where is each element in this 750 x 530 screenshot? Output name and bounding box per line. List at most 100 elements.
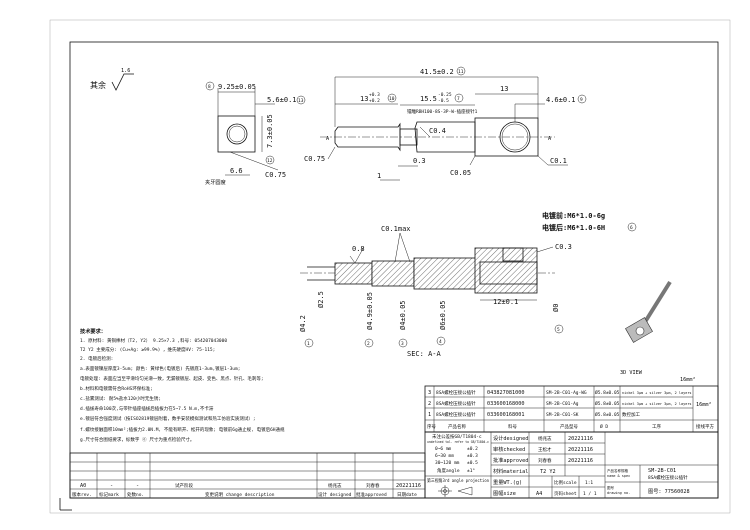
parts-row: 2 8SA螺栓压接公插针 033600168000 SM-2B-C01-Ag Ø… <box>428 400 692 407</box>
ref-1: 1 <box>307 341 310 347</box>
part-code: 043827081000 <box>487 390 524 396</box>
area-label: 16mm² <box>680 377 696 383</box>
header-diameter: Ø D <box>600 423 608 430</box>
part-name: 8SA螺栓压接公插针 <box>436 400 476 407</box>
note-line: g.尺寸符合图纸要求，标数字 ⓞ 尺寸为重点检验尺寸。 <box>80 436 194 443</box>
end-view-note: 夹牙圆度 <box>205 178 226 186</box>
part-process: nickel 3μm + silver 3μm, 2 layers <box>622 391 692 395</box>
part-no: 2 <box>428 401 431 407</box>
note-line: e.镀层符合强度测试（按ISO2819镀层附着，数手安装模拟测试和热工仿验实质测… <box>80 415 256 422</box>
chamfer-c075: C0.75 <box>265 171 286 179</box>
title-block: 未注公差按GB/T1804-c undefined tol. refer to … <box>424 431 719 499</box>
part-area: 16mm² <box>696 402 712 408</box>
drawing-no: 图号: 77560028 <box>648 488 690 495</box>
rev-desc: 试产阶段 <box>175 482 193 489</box>
part-name: 8SA螺栓压接公插针 <box>436 411 476 418</box>
product-name: 8SA螺栓压接公插针 <box>648 474 688 481</box>
ref-5: 5 <box>557 327 560 333</box>
header-name: 产品名称 <box>448 423 466 430</box>
approved-by: 刘春春 <box>538 457 552 464</box>
tol-value: ±0.5 <box>467 460 478 466</box>
dim-hole-pos: 4.6±0.1 <box>546 96 576 104</box>
dim-d1: Ø4.2 <box>299 315 307 332</box>
part-process: nickel 3μm + silver 3μm, 2 layers <box>622 402 692 406</box>
dim-height: 7.3±0.05 <box>266 114 274 148</box>
chamfer-c005: C0.05 <box>450 169 471 177</box>
tolerance-title: 未注公差按GB/T1804-c <box>432 433 482 440</box>
checked-label: 审核checked <box>493 445 525 453</box>
material-value: T2 Y2 <box>540 469 556 475</box>
ref-12: 12 <box>267 158 273 164</box>
part-model: SM-2B-C01-Ag <box>546 401 579 407</box>
projection-symbol <box>438 485 473 497</box>
tol-value: ±0.3 <box>467 453 478 459</box>
designed-label: 设计designed <box>493 434 528 442</box>
header-model: 产品型号 <box>560 423 578 430</box>
note-line: c.盐雾测试: 耐5%盐水120小时无生锈; <box>80 395 161 402</box>
header-area: 接线平方 <box>696 423 714 430</box>
part-model: SM-2B-C01-Ag-WG <box>546 390 587 396</box>
name-spec-label: 产品名称规格 <box>607 468 628 473</box>
tol-range: 角度angle <box>437 467 460 474</box>
sheet-label: 页码sheet <box>554 490 577 497</box>
ref-9: 9 <box>580 97 583 103</box>
dim-d4: Ø6±0.05 <box>439 300 447 330</box>
ref-13: 13 <box>298 98 304 104</box>
roughness-08: 0.8 <box>352 245 365 253</box>
material-label: 材料material <box>493 467 528 475</box>
part-no: 3 <box>428 390 431 396</box>
header-desc: 变更说明 change description <box>205 491 275 498</box>
section-title: SEC: A-A <box>407 350 442 358</box>
tol-range: 0~6 mm <box>435 446 452 452</box>
note-line: 1. 原材料: 黄铜棒材（T2, Y2） 9.25×7.3 ,料号: 05420… <box>80 337 227 344</box>
designed-by: 杨兆志 <box>538 435 552 442</box>
dim-d3: Ø4±0.05 <box>399 300 407 330</box>
header-designed: 设计 designed <box>318 491 352 498</box>
dim-d25: Ø2.5 <box>317 291 325 308</box>
chamfer-c01: C0.1 <box>550 157 567 165</box>
scale-label: 比例scale <box>554 479 577 486</box>
approved-label: 批准approved <box>493 456 528 464</box>
chamfer-c01max: C0.1max <box>381 225 411 233</box>
header-code: 料号 <box>508 423 517 430</box>
rev-designed: 杨兆志 <box>328 482 342 489</box>
parts-list: 3 8SA螺栓压接公插针 043827081000 SM-2B-C01-Ag-W… <box>424 385 719 433</box>
checked-date: 20221116 <box>568 447 593 453</box>
3d-view: 3D VIEW 16mm² <box>620 280 696 383</box>
section-mark-left: A <box>326 136 330 142</box>
part-diameter: Ø5.8±0.05 <box>595 400 620 407</box>
note-line: f.螺纹接触面积10mm²;插拔力2.0N.M, 不能有断开、松开的现象; 电镀… <box>80 426 285 433</box>
header-process: 工序 <box>652 423 661 430</box>
stamp-text: 镭雕RBH100-8S-3P-W-插座接针1 <box>407 108 478 115</box>
part-name: 8SA螺栓压接公插针 <box>436 389 476 396</box>
header-rev: 版本rev. <box>72 491 92 498</box>
dim-offset: 5.6±0.1 <box>267 96 297 104</box>
checked-by: 王松才 <box>538 446 552 453</box>
note-line: d.插拔寿命100次,与带针插座插拔后插拔力在5~7.5 N.m,不卡滞 <box>80 405 214 412</box>
scale-value: 1:1 <box>585 480 593 486</box>
dim-groove: 0.3 <box>413 157 426 165</box>
dim-width: 9.25±0.05 <box>218 83 256 91</box>
note-line: T2 Y2 主要成分: (Cu+Ag: ≥99.9%) ，维氏硬度HV: 75-… <box>80 346 215 353</box>
chamfer-c075: C0.75 <box>304 155 325 163</box>
tol-value: ±1° <box>467 468 475 474</box>
designed-date: 20221116 <box>568 436 593 442</box>
note-line: b.材料和电镀需符合RoHS环保标准; <box>80 385 153 392</box>
dim-d5: Ø0 <box>552 304 560 312</box>
note-line: 电镀处理: 表面应当至平滑均匀光滑一致，无漏镀镀层、起皮、变色、黑点、针孔、毛刺… <box>80 375 264 382</box>
rev-date: 20221116 <box>396 483 421 489</box>
roughness-symbol: 其余 1.6 <box>90 68 134 91</box>
dim-d2: Ø4.9±0.05 <box>366 292 374 330</box>
tolerance-subtitle: undefined tol. refer to GB/T1804-c <box>427 440 489 444</box>
header-no: 处数no. <box>127 491 144 498</box>
parts-row: 3 8SA螺栓压接公插针 043827081000 SM-2B-C01-Ag-W… <box>428 389 692 396</box>
dim-mid-len: 15.5 <box>420 95 437 103</box>
parts-row: 1 8SA螺栓压接公插针 033600168001 SM-2B-C01-SK Ø… <box>428 411 640 418</box>
part-code: 033600168000 <box>487 401 524 407</box>
part-diameter: Ø5.8±0.05 <box>595 411 620 418</box>
part-no: 1 <box>428 412 431 418</box>
rev-value: A0 <box>80 483 86 489</box>
header-date: 日期date <box>397 492 417 498</box>
3d-view-label: 3D VIEW <box>620 370 643 376</box>
section-mark-right: A <box>548 136 552 142</box>
